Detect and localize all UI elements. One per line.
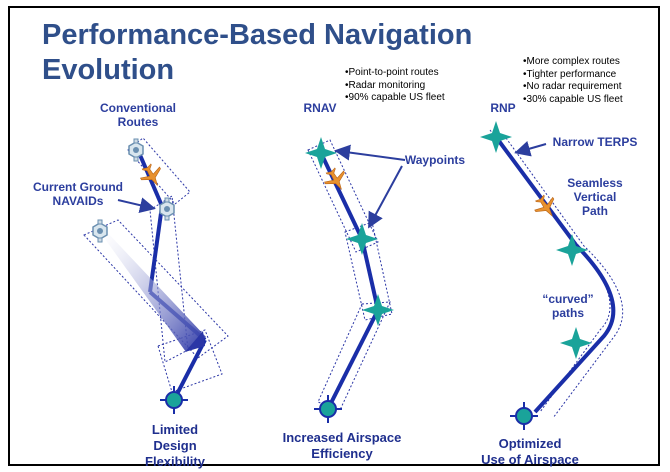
rnav-bullet: 90% capable US fleet (345, 92, 445, 105)
label-line: Conventional (99, 101, 176, 115)
label-line: Seamless (567, 176, 623, 190)
waypoints-arrow-upper (334, 144, 406, 161)
label-line: NAVAIDs (52, 194, 104, 208)
slide-title: Performance-Based Navigation Evolution (42, 18, 472, 88)
waypoints-arrow-lower (368, 165, 403, 229)
caption-line: Limited (151, 422, 199, 437)
optimized-use-of-airspace-caption: Optimized Use of Airspace (465, 436, 595, 468)
label-line: Vertical (573, 190, 617, 204)
rnp-bullet: 30% capable US fleet (523, 94, 623, 107)
waypoints-label: Waypoints (404, 153, 466, 167)
rnp-containment-outer (489, 129, 611, 413)
aircraft-icon (320, 164, 352, 196)
waypoint-icon (362, 294, 394, 326)
curved-paths-label: “curved” paths (528, 292, 608, 320)
narrow-terps-label: Narrow TERPS (552, 135, 638, 149)
rnav-bullet-list: Point-to-point routes Radar monitoring 9… (345, 67, 445, 105)
airport-icon (159, 385, 189, 415)
airport-icon (313, 394, 343, 424)
navaids-pointer-arrow (117, 197, 156, 214)
caption-line: Flexibility (145, 454, 205, 469)
title-line-2: Evolution (42, 54, 175, 86)
rnav-bullet: Point-to-point routes (345, 67, 445, 80)
waypoint-icon (556, 234, 588, 266)
rnp-bullet: Tighter performance (523, 69, 623, 82)
caption-line: Efficiency (311, 446, 373, 461)
rnav-route-lines (319, 152, 380, 406)
seamless-vertical-path-label: Seamless Vertical Path (555, 176, 635, 218)
rnp-containment-inner (505, 137, 624, 419)
rnp-label: RNP (490, 101, 516, 115)
rnp-bullet: More complex routes (523, 56, 623, 69)
waypoint-icon (346, 223, 378, 255)
rnav-label: RNAV (303, 101, 337, 115)
label-line: Current Ground (33, 180, 123, 194)
navaid-radial-wedge (100, 229, 206, 352)
label-line: paths (551, 306, 584, 320)
approach-wedge (185, 331, 205, 352)
conventional-route-lines (135, 147, 207, 399)
title-line-1: Performance-Based Navigation (42, 19, 473, 51)
conventional-routes-label: Conventional Routes (70, 101, 206, 129)
narrow-terps-arrow (514, 141, 547, 157)
label-line: Path (581, 204, 608, 218)
caption-line: Increased Airspace (282, 430, 402, 445)
caption-line: Use of Airspace (481, 452, 579, 467)
limited-design-flexibility-caption: Limited Design Flexibility (125, 422, 225, 470)
label-line: “curved” (542, 292, 594, 306)
waypoint-icon (305, 137, 337, 169)
waypoint-icon (480, 121, 512, 153)
ground-navaids-label: Current Ground NAVAIDs (18, 180, 138, 208)
rnp-bullet-list: More complex routes Tighter performance … (523, 56, 623, 106)
caption-line: Design (153, 438, 197, 453)
rnp-bullet: No radar requirement (523, 81, 623, 94)
rnav-bullet: Radar monitoring (345, 80, 445, 93)
caption-line: Optimized (498, 436, 562, 451)
airport-icon (509, 401, 539, 431)
increased-airspace-efficiency-caption: Increased Airspace Efficiency (262, 430, 422, 462)
label-line: Routes (117, 115, 159, 129)
